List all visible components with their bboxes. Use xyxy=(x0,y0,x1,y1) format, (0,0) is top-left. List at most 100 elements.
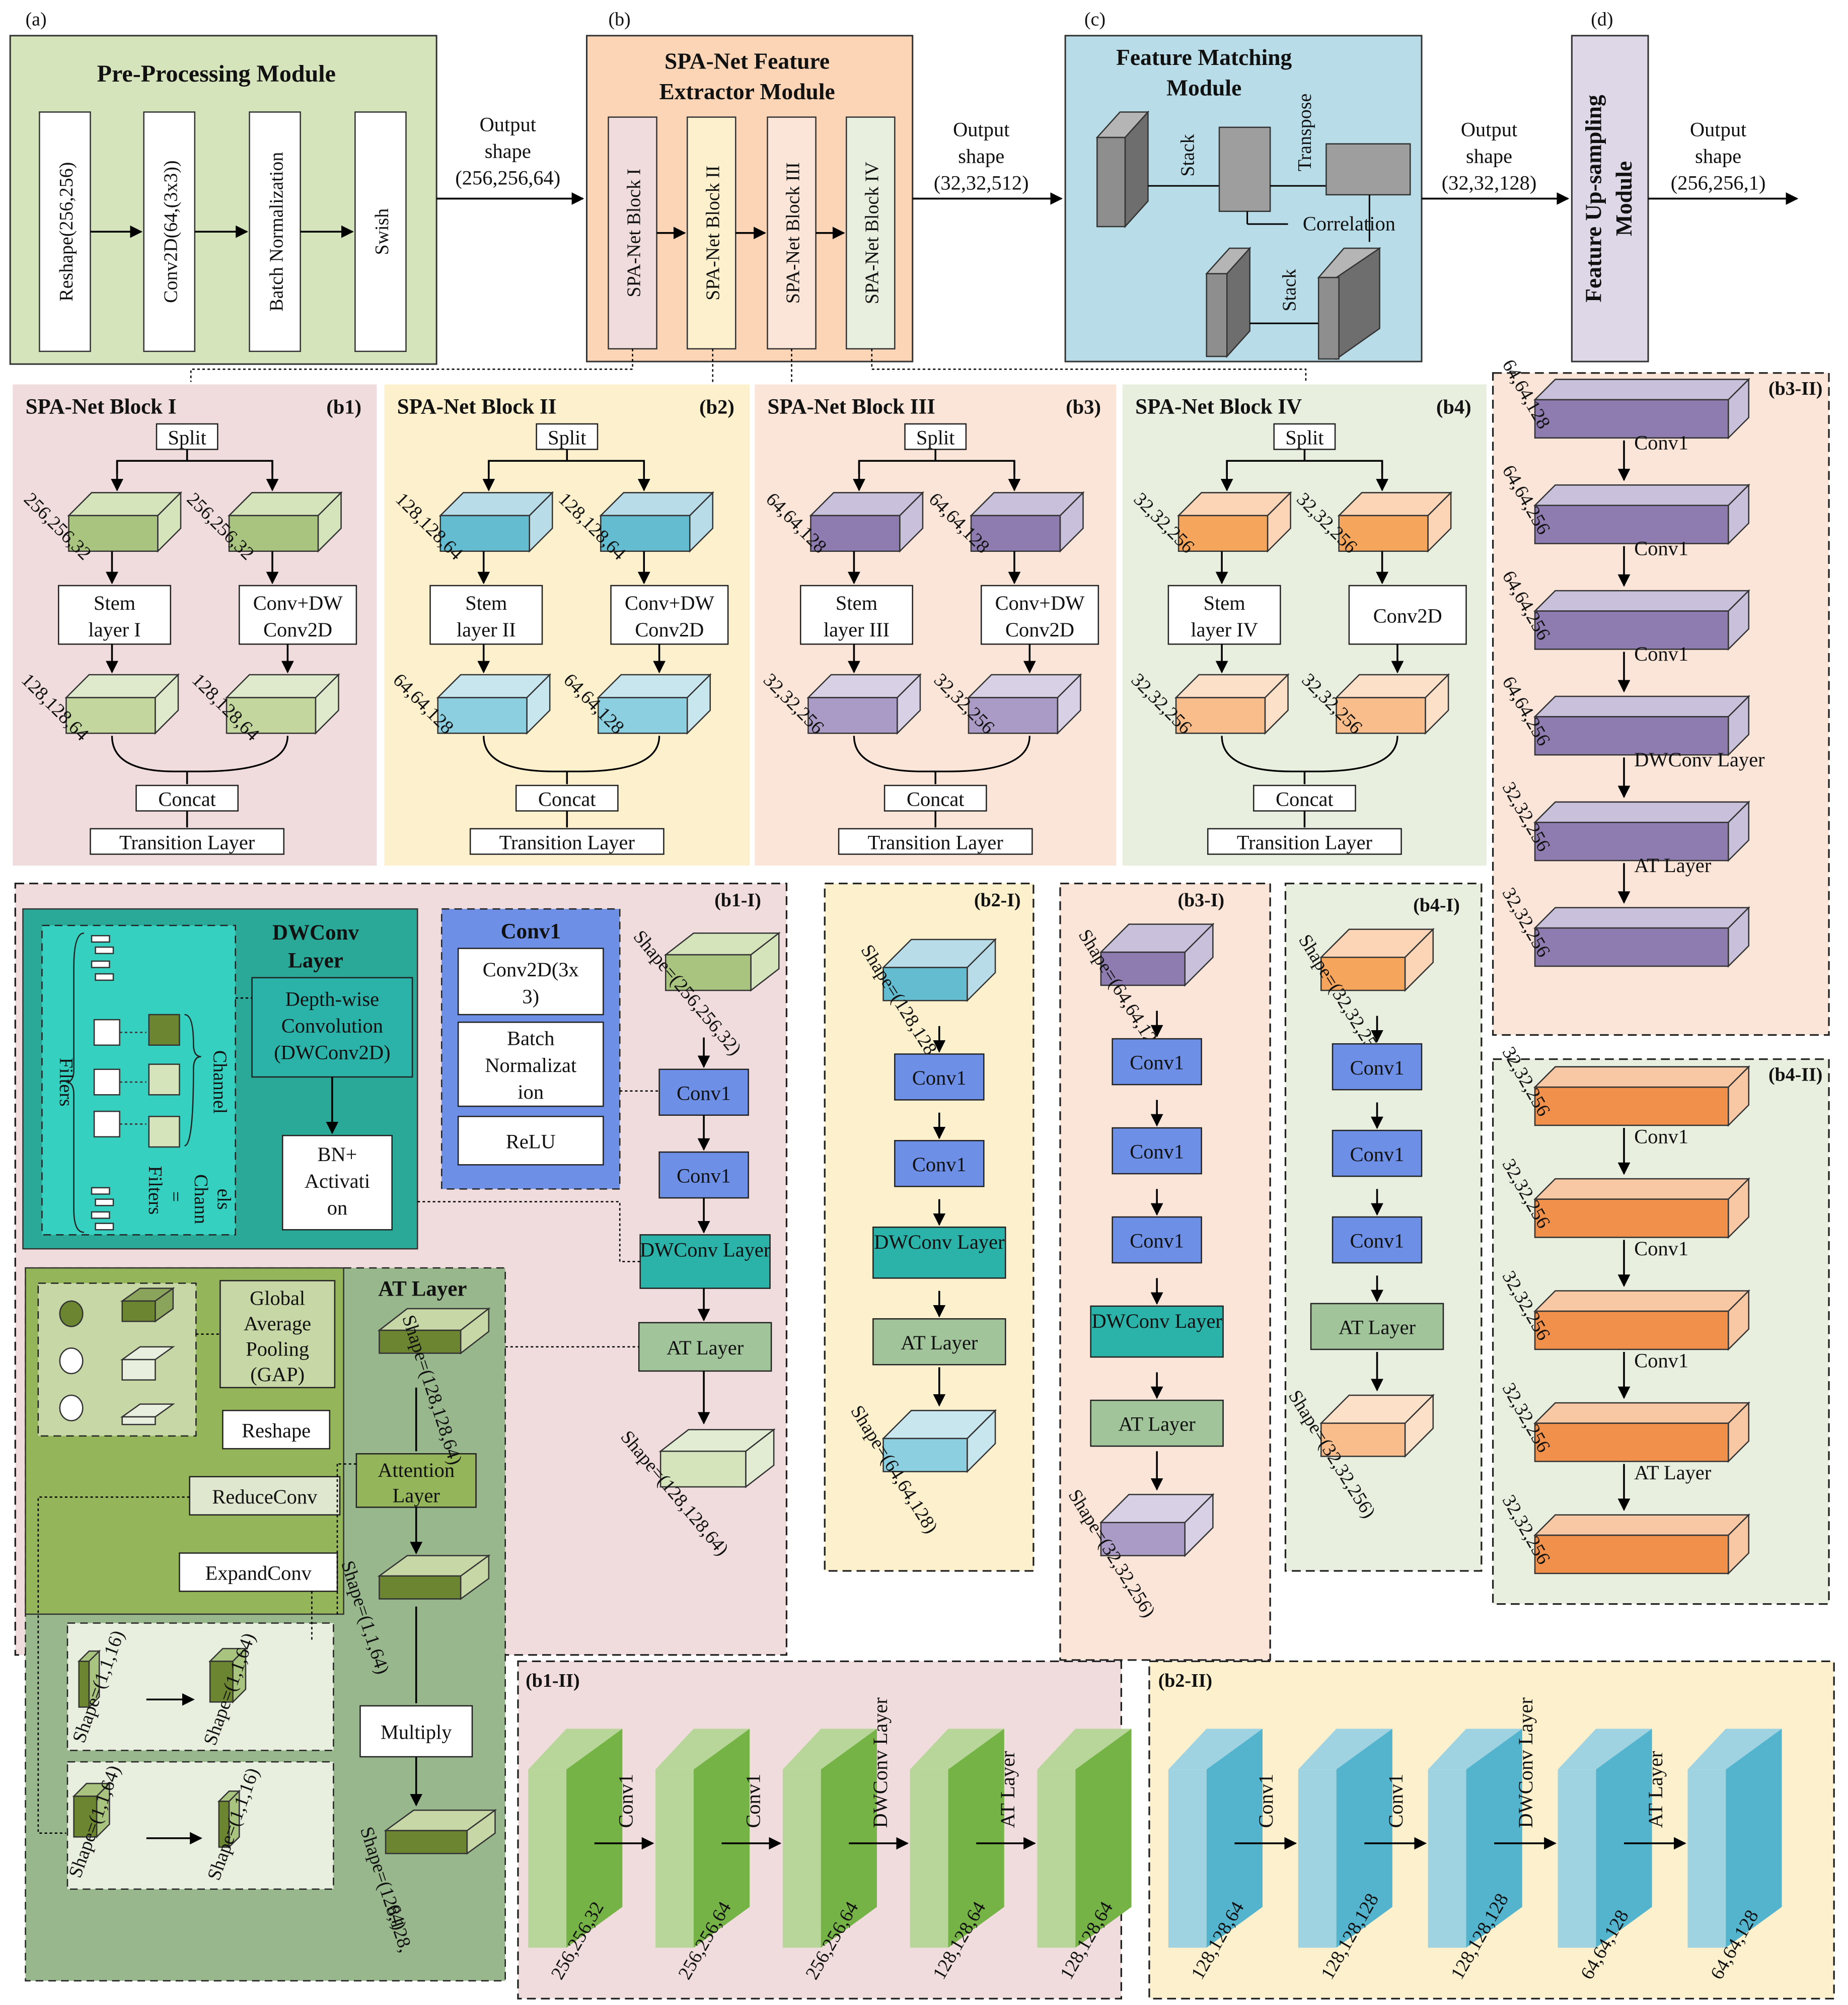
svg-text:Chann: Chann xyxy=(190,1174,211,1224)
at-layer-box xyxy=(872,1318,1006,1366)
op-label: Conv1 xyxy=(1634,1349,1688,1372)
concat-box xyxy=(135,784,239,812)
block-tag: (b1) xyxy=(326,396,361,418)
transition-layer-label: Transition Layer xyxy=(868,831,1004,853)
feature-upsampling-module: (d) Feature Up-sampling Module xyxy=(1571,9,1649,363)
orange-feature-map xyxy=(1533,1289,1750,1351)
svg-text:ExpandConv: ExpandConv xyxy=(205,1562,312,1585)
svg-text:Normalizat: Normalizat xyxy=(485,1054,576,1077)
concat-box xyxy=(1253,784,1356,812)
concat-label: Concat xyxy=(907,787,965,810)
split-label: Split xyxy=(548,426,586,449)
step-label: DWConv Layer xyxy=(1091,1310,1222,1332)
purple-feature-map xyxy=(1533,483,1750,545)
svg-text:(256,256,1): (256,256,1) xyxy=(1671,172,1766,194)
svg-text:Output: Output xyxy=(953,118,1009,141)
panel-b1-ii: (b1-II) 256,256,32Conv1256,256,64Conv125… xyxy=(517,1660,1132,1999)
transition-layer-box xyxy=(90,828,285,855)
volume-block xyxy=(1037,1729,1132,1948)
feature-matching-module: (c) Feature Matching Module Stack Transp… xyxy=(1064,9,1423,363)
svg-text:(b2-II): (b2-II) xyxy=(1158,1670,1212,1691)
volume-block xyxy=(1687,1729,1782,1948)
stem-layer-label: layer II xyxy=(457,618,516,641)
svg-text:Output: Output xyxy=(1690,118,1746,141)
step-reshape: Reshape(256,256) xyxy=(56,162,77,302)
orange-feature-map xyxy=(1533,1401,1750,1463)
svg-text:Feature Up-sampling: Feature Up-sampling xyxy=(1581,95,1606,303)
op-label: Conv1 xyxy=(742,1774,764,1828)
transition-layer-box xyxy=(1207,828,1402,855)
op-label: DWConv Layer xyxy=(1634,748,1765,771)
op-label: Conv1 xyxy=(1634,431,1688,454)
svg-text:(b4-I): (b4-I) xyxy=(1413,895,1460,916)
transition-layer-label: Transition Layer xyxy=(1237,831,1373,853)
concat-box xyxy=(515,784,619,812)
svg-text:(b1-I): (b1-I) xyxy=(714,890,761,911)
svg-text:Layer: Layer xyxy=(393,1484,440,1507)
stem-layer-box xyxy=(1167,585,1281,645)
purple-feature-map xyxy=(1533,906,1750,968)
svg-text:Activati: Activati xyxy=(305,1170,370,1192)
op-label: AT Layer xyxy=(996,1751,1019,1828)
svg-text:(b1-II): (b1-II) xyxy=(526,1670,579,1691)
input-slab-right xyxy=(969,491,1085,553)
split-label: Split xyxy=(168,426,206,449)
op-label: Conv1 xyxy=(1634,642,1688,665)
stem-layer-label: layer III xyxy=(824,618,890,641)
op-label: Conv1 xyxy=(1384,1774,1407,1828)
svg-text:shape: shape xyxy=(958,145,1004,168)
pre-processing-title: Pre-Processing Module xyxy=(97,60,336,87)
svg-text:(32,32,512): (32,32,512) xyxy=(934,172,1029,194)
volume-block xyxy=(782,1729,877,1948)
svg-text:BN+: BN+ xyxy=(317,1143,357,1166)
svg-text:Output: Output xyxy=(480,113,536,135)
svg-text:Conv1: Conv1 xyxy=(677,1082,731,1104)
stem-layer-label: layer I xyxy=(88,618,140,641)
svg-text:Depth-wise: Depth-wise xyxy=(285,987,379,1010)
svg-text:(GAP): (GAP) xyxy=(250,1363,305,1386)
right-branch-label: Conv+DW xyxy=(995,592,1085,614)
op-label: AT Layer xyxy=(1634,854,1712,877)
svg-text:Module: Module xyxy=(1166,75,1241,101)
at-layer-detail: AT Layer Global Average Pooling (GAP) Re… xyxy=(25,1267,506,1982)
step-label: Conv1 xyxy=(1350,1143,1405,1166)
output-slab-left xyxy=(64,673,180,735)
concat-label: Concat xyxy=(1276,787,1334,810)
output-slab-left xyxy=(436,673,552,735)
step-label: AT Layer xyxy=(901,1331,978,1354)
output-shape-c: Output shape (32,32,128) xyxy=(1422,118,1570,205)
svg-text:Filters: Filters xyxy=(55,1058,77,1107)
svg-text:shape: shape xyxy=(1466,145,1512,168)
svg-text:Filters: Filters xyxy=(144,1166,166,1214)
svg-text:(b4-II): (b4-II) xyxy=(1768,1064,1822,1085)
split-label: Split xyxy=(1285,426,1323,449)
svg-text:(b3-II): (b3-II) xyxy=(1768,378,1822,399)
panel-b2-i: (b2-I) Shape=(128,128,64)Conv1Conv1DWCon… xyxy=(824,882,1034,1572)
output-slab-left xyxy=(806,673,922,735)
conv1-box xyxy=(894,1140,985,1187)
conv1-box xyxy=(1332,1216,1423,1264)
right-branch-label: Conv2D xyxy=(635,618,704,641)
spa-block-label-2: SPA-Net Block II xyxy=(702,166,723,301)
output-slab-right xyxy=(967,673,1082,735)
op-label: AT Layer xyxy=(1634,1461,1712,1484)
volume-block xyxy=(528,1729,623,1948)
concat-connector xyxy=(483,736,660,772)
input-slab-right xyxy=(599,491,714,553)
conv1-box xyxy=(1112,1038,1202,1086)
output-slab-left xyxy=(1174,673,1290,735)
split-box xyxy=(1273,423,1336,450)
spa-block-label-1: SPA-Net Block I xyxy=(624,169,645,298)
volume-block xyxy=(1428,1729,1522,1948)
step-label: Conv1 xyxy=(1130,1230,1184,1252)
svg-text:ion: ion xyxy=(518,1081,544,1103)
volume-block xyxy=(910,1729,1004,1948)
svg-text:DWConv Layer: DWConv Layer xyxy=(640,1238,771,1261)
op-label: Conv1 xyxy=(1634,1125,1688,1148)
panel-tag-a: (a) xyxy=(26,9,47,30)
stem-layer-box xyxy=(799,585,914,645)
svg-text:Feature Matching: Feature Matching xyxy=(1116,44,1292,70)
transition-layer-label: Transition Layer xyxy=(119,831,255,853)
